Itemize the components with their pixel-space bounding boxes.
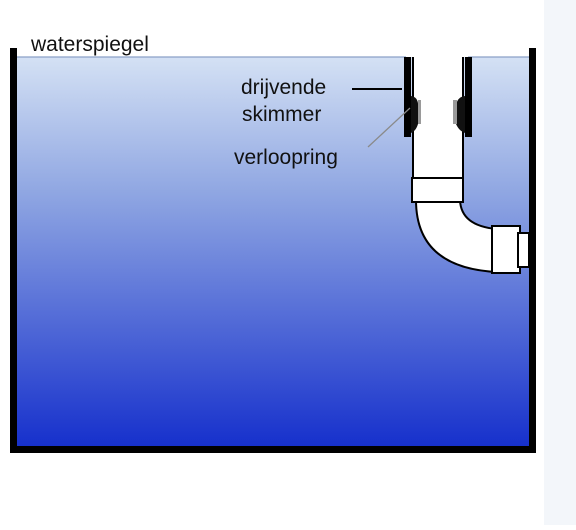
reducer-ring-label: verloopring <box>234 146 338 169</box>
floating-skimmer-label-line1: drijvende <box>241 76 326 99</box>
floating-skimmer-label-line2: skimmer <box>242 103 321 126</box>
skimmer-icon <box>404 57 472 137</box>
water-level-label: waterspiegel <box>30 33 149 56</box>
side-panel <box>544 0 576 525</box>
tank-icon <box>10 48 536 453</box>
reducer-leader-line <box>367 107 411 148</box>
